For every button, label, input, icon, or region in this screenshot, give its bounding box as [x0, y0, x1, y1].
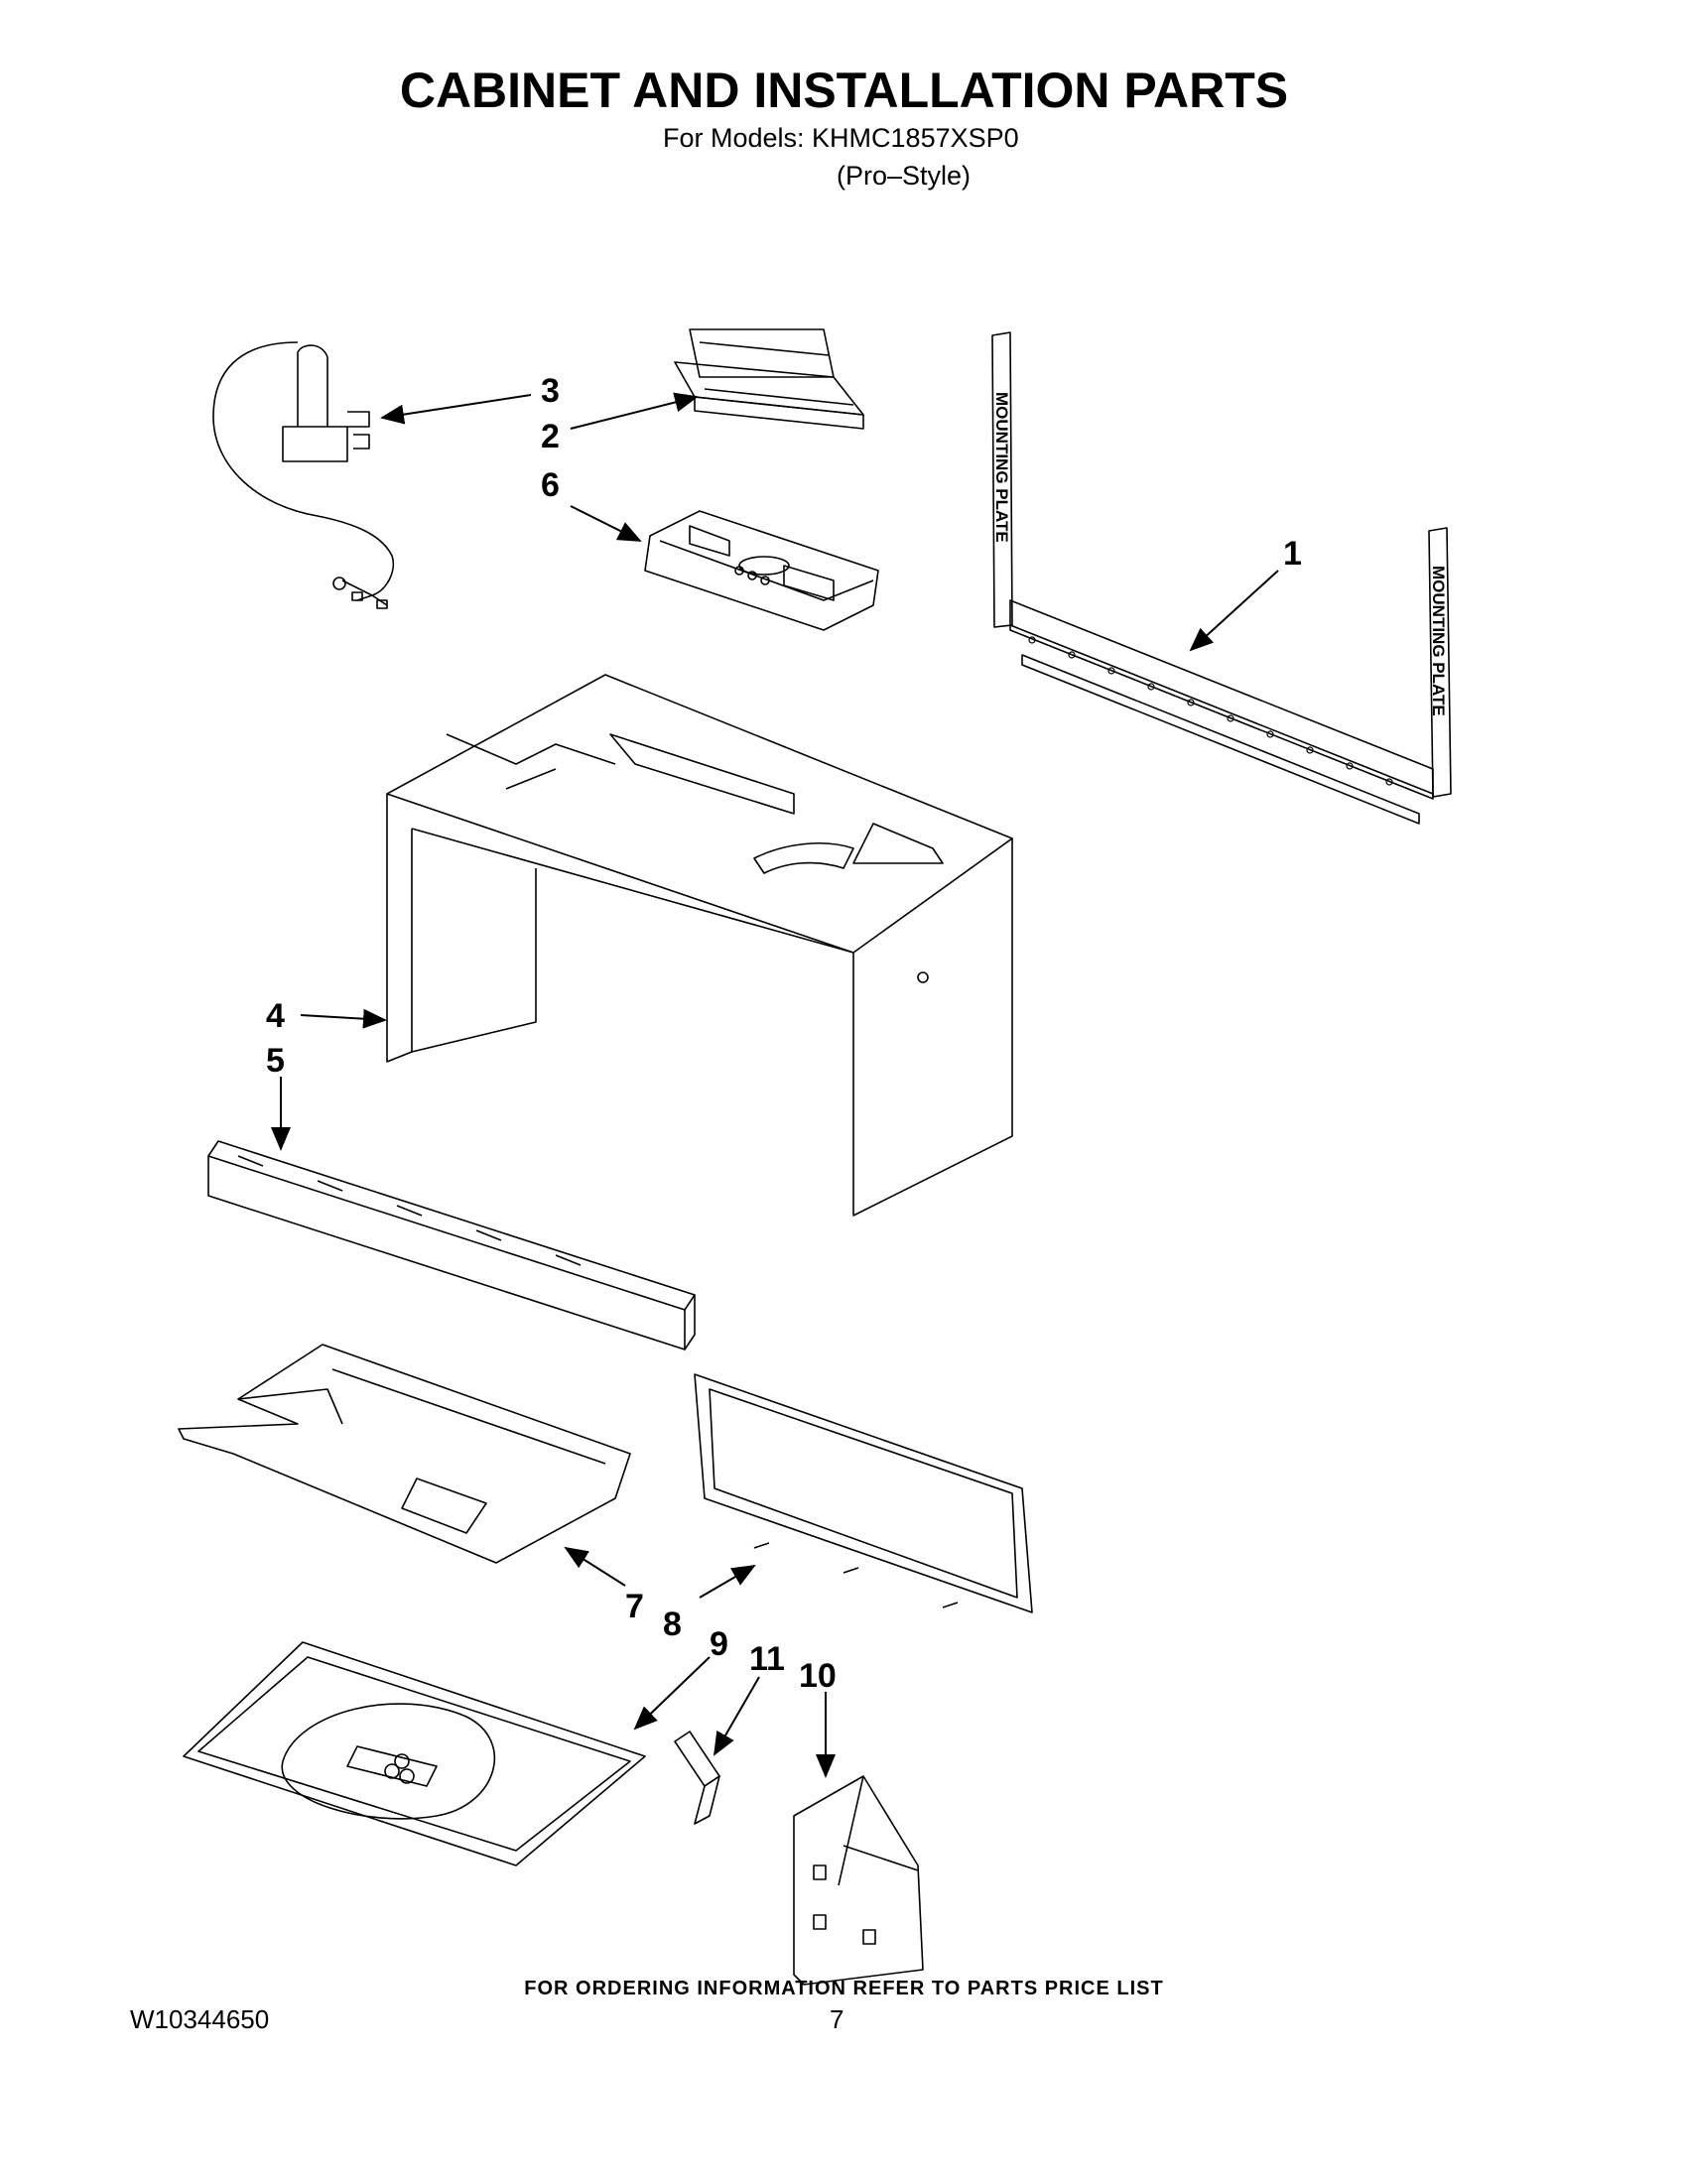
document-number: W10344650	[130, 2004, 270, 2034]
power-cord-part	[212, 341, 394, 609]
leader-arrow-2	[570, 392, 699, 430]
style-line: (Pro–Style)	[837, 161, 972, 191]
vent-duct-part	[207, 1140, 696, 1350]
cabinet-wrapper-part	[386, 674, 1013, 1217]
vent-grille-part	[674, 328, 864, 430]
leader-arrow-7	[564, 1546, 626, 1587]
callout-1: 1	[1283, 535, 1302, 573]
mounting-plate-part	[991, 331, 1452, 825]
leader-arrow-4	[300, 1008, 387, 1029]
callout-6: 6	[541, 466, 560, 504]
callout-7: 7	[625, 1588, 644, 1625]
callout-11: 11	[749, 1640, 785, 1678]
ordering-info: FOR ORDERING INFORMATION REFER TO PARTS …	[524, 1978, 1164, 1999]
side-bracket-part	[793, 1775, 924, 1986]
callout-2: 2	[541, 418, 560, 455]
panel-frame-part	[694, 1373, 1033, 1613]
leader-arrow-1	[1189, 570, 1279, 652]
page-number: 7	[830, 2004, 844, 2034]
small-bracket-part	[674, 1731, 720, 1825]
callout-10: 10	[799, 1657, 837, 1695]
leader-arrow-6	[570, 505, 642, 542]
leader-arrow-9	[633, 1656, 711, 1731]
control-bracket-part	[644, 510, 879, 631]
page-title: CABINET AND INSTALLATION PARTS	[399, 63, 1289, 118]
bottom-plate-part	[178, 1344, 631, 1564]
callout-4: 4	[266, 997, 285, 1035]
callout-9: 9	[710, 1625, 728, 1663]
callout-5: 5	[266, 1042, 285, 1080]
leader-arrow-3	[380, 394, 532, 425]
callout-3: 3	[541, 372, 560, 410]
models-line: For Models: KHMC1857XSP0	[663, 123, 1019, 153]
leader-arrow-8	[699, 1564, 756, 1599]
base-tray-part	[183, 1641, 646, 1866]
mounting-plate-label-right: MOUNTING PLATE	[1429, 566, 1448, 716]
leader-arrow-11	[714, 1676, 760, 1756]
callout-8: 8	[663, 1606, 682, 1643]
mounting-plate-label-left: MOUNTING PLATE	[992, 392, 1011, 543]
